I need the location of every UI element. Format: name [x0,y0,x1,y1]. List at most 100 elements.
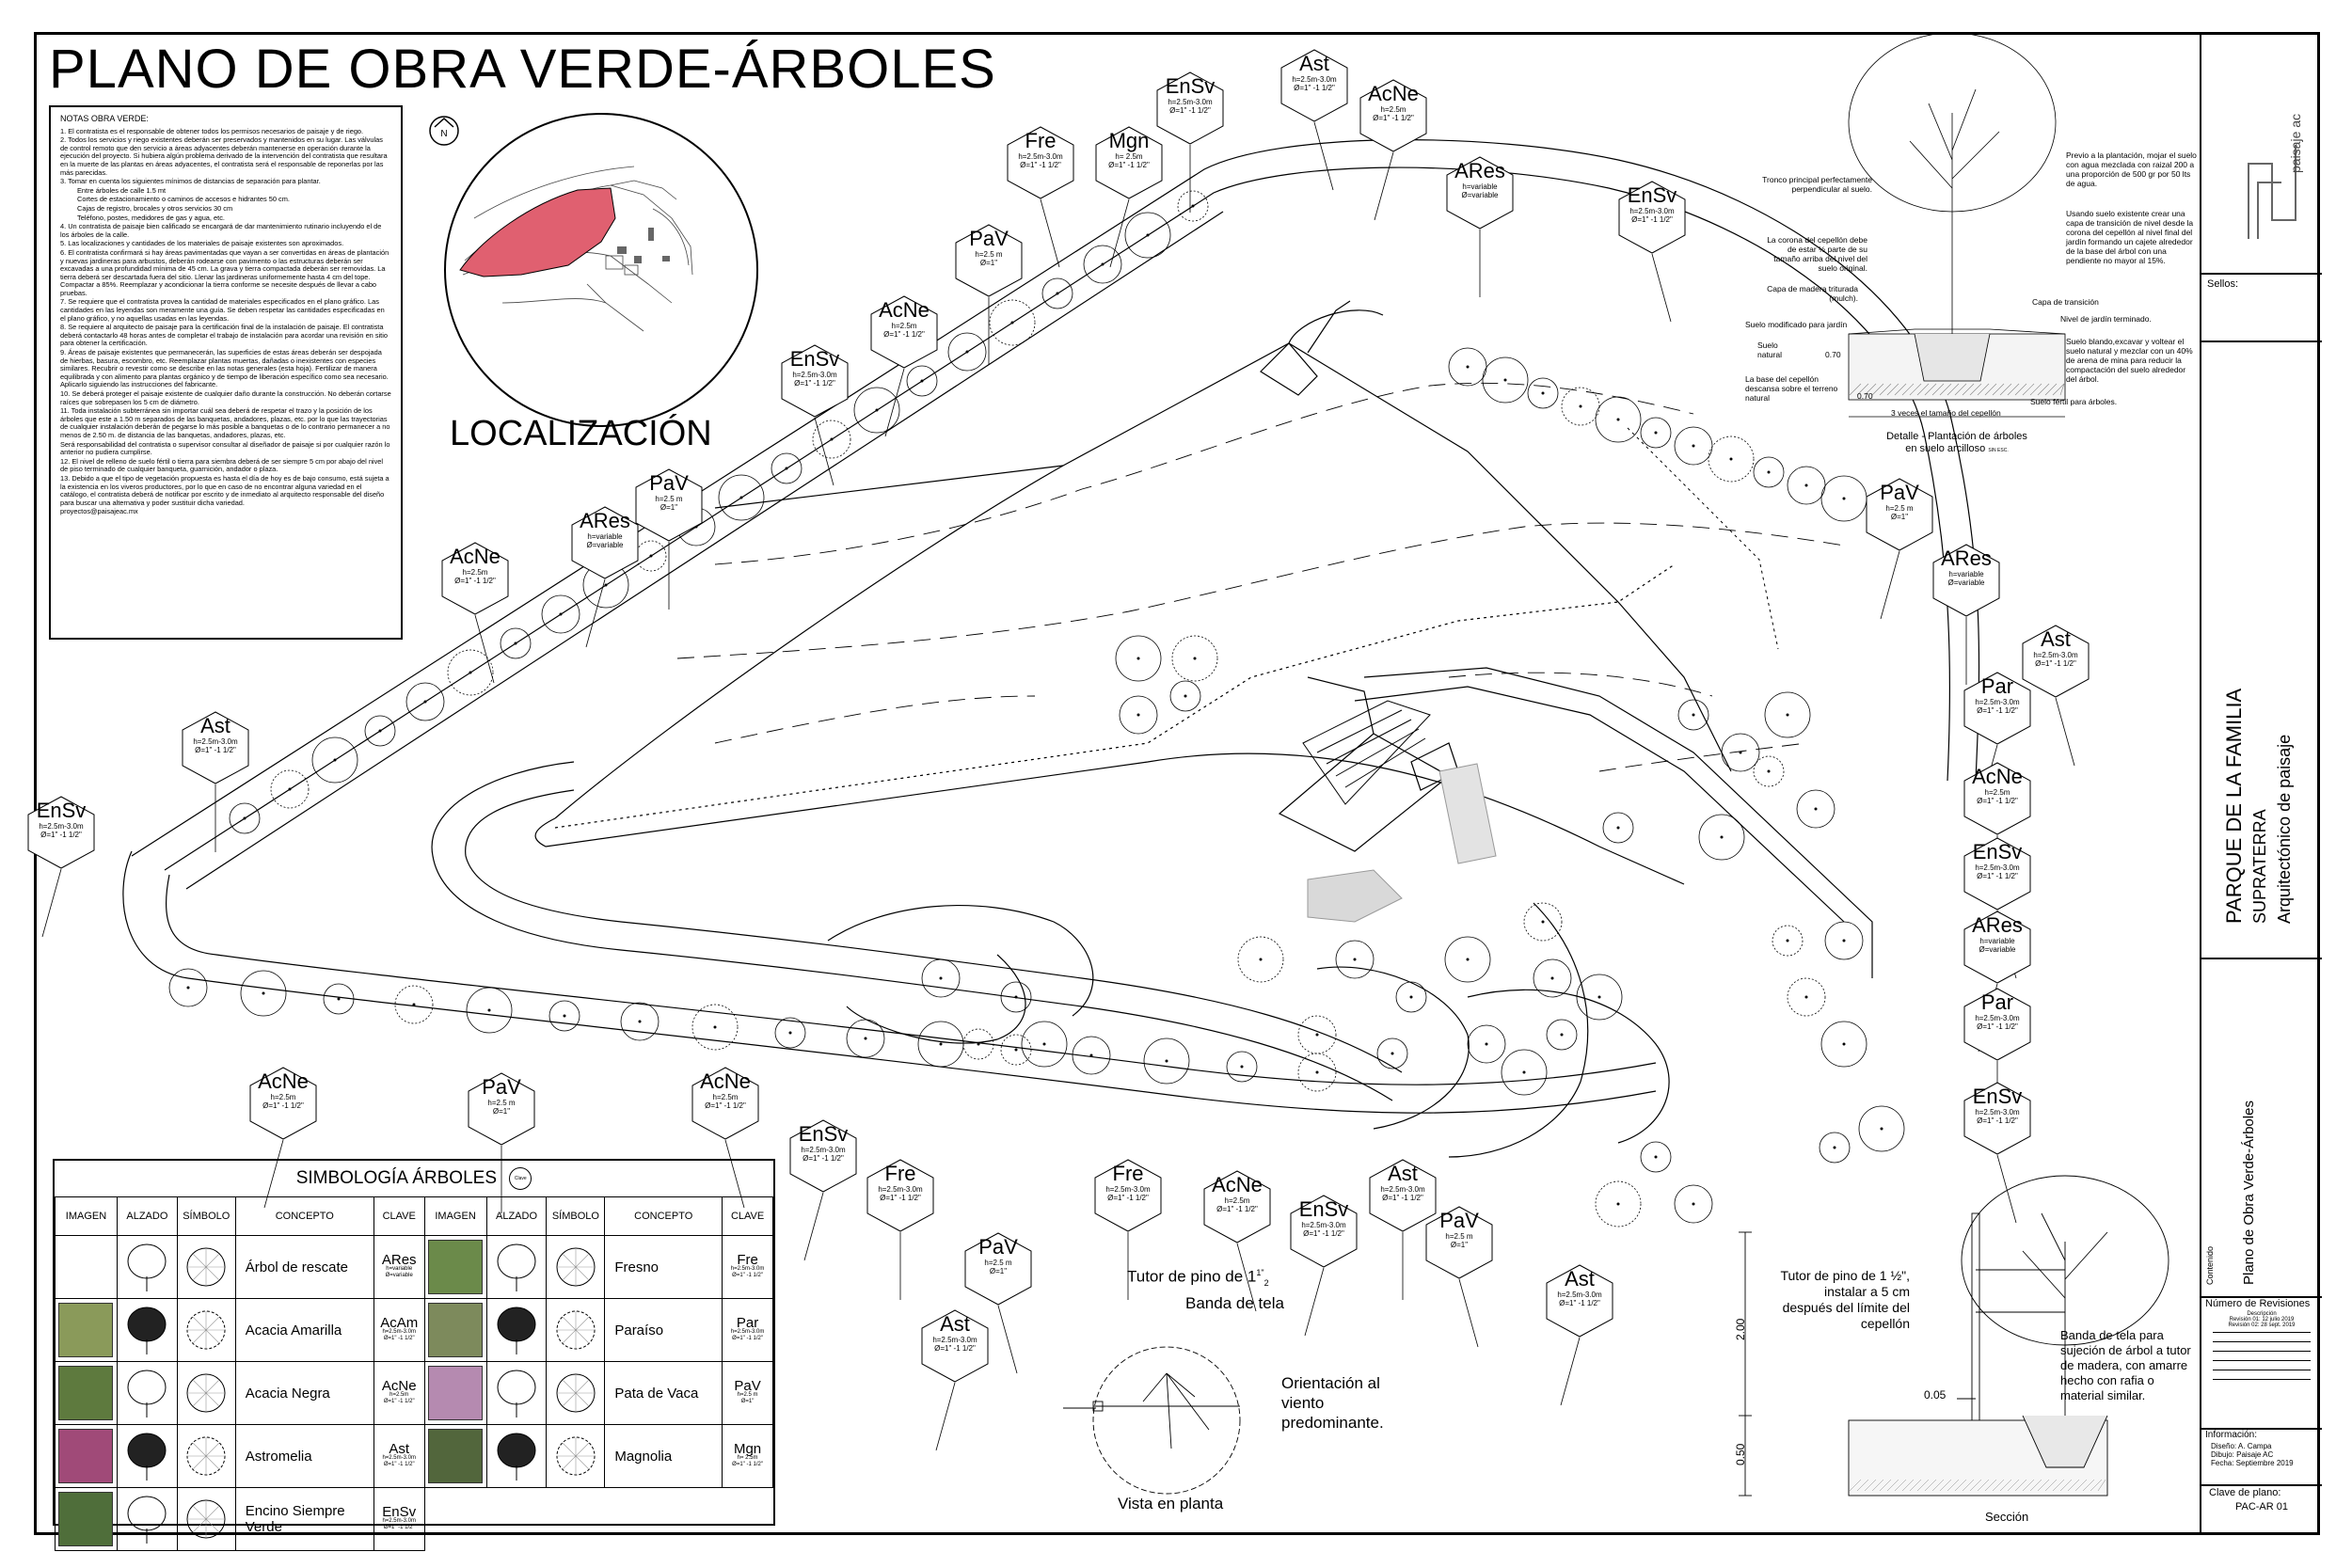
tree-center-dot [1522,1070,1526,1074]
legend-concept: Fresno [604,1235,723,1299]
tag-diameter: Ø=1" -1 1/2" [705,1101,746,1110]
tag-diameter: Ø=1" -1 1/2" [262,1101,304,1110]
planting-caption-line1: Detalle - Plantación de árboles [1886,431,2027,442]
soil-hatch-line [1879,383,1892,396]
legend-concept: Magnolia [604,1424,723,1488]
tree-symbol [1072,1036,1111,1075]
hexagon-icon [1280,49,1348,122]
tree-center-dot [1466,958,1470,961]
hexagon-icon [955,224,1023,297]
hexagon-icon [27,796,95,869]
info-design: Diseño: A. Campa [2211,1442,2272,1450]
tag-height: h=2.5 m [487,1099,516,1107]
tree-center-dot [1315,1033,1319,1037]
legend-code-text: Par [736,1315,759,1331]
tree-center-dot [1315,1070,1319,1074]
stamps-label: Sellos: [2207,278,2239,290]
tag-height: h=variable [587,532,623,541]
hexagon-icon [635,468,703,542]
hexagon-icon [2022,625,2090,698]
note-item: 2. Todos los servicios y riego existente… [60,135,388,177]
tag-code: Ast [200,714,230,737]
tag-leader-line [1236,1243,1257,1312]
tree-center-dot [412,1003,416,1006]
tree-symbol [500,627,532,659]
tag-height: h=variable [1462,182,1498,191]
legend-title-text: SIMBOLOGÍA ÁRBOLES [295,1168,497,1188]
tree-symbol [240,970,287,1017]
tree-symbol [323,983,355,1015]
notes-heading: NOTAS OBRA VERDE: [60,114,149,123]
tag-code: ARes [580,509,630,532]
note-item: Será responsabilidad del contratista o s… [60,439,390,457]
tree-center-dot [1833,1146,1836,1149]
tree-center-dot [423,700,427,704]
tree-center-dot [739,496,743,499]
tree-symbol [1576,974,1623,1021]
tag-height: h=2.5m-3.0m [878,1185,923,1194]
legend-code-diameter: Ø=1" -1 1/2" [732,1273,763,1278]
note-item: Entre árboles de calle 1.5 mt [77,185,167,195]
tree-symbol [447,649,494,696]
legend-code-diameter: Ø=1" -1 1/2" [383,1462,415,1467]
tree-symbol [1595,1180,1642,1227]
tree-center-dot [1767,470,1771,474]
tree-center-dot [378,729,382,733]
tree-center-dot [1409,995,1413,999]
dim-050: 0.50 [1734,1443,1747,1465]
soil-hatch-line [2052,383,2065,396]
tag-code: AcNe [700,1069,751,1093]
tag-height: h=2.5m-3.0m [1557,1291,1602,1299]
legend-code-height: h=2.5 m [737,1392,758,1398]
note-item: 7. Se requiere que el contratista provea… [60,297,385,323]
hexagon-icon [1963,762,2031,835]
tag-height: h=2.5m-3.0m [1018,152,1063,161]
tag-diameter: Ø=1" -1 1/2" [1108,161,1150,169]
client-name: SUPRATERRA [2250,809,2269,924]
tree-symbol [1677,699,1709,731]
tree-center-dot [1010,321,1014,325]
discipline-name: Arquitectónico de paisaje [2275,734,2294,924]
soil-hatch-line [1969,1479,1982,1492]
soil-hatch-line [1916,1479,1930,1492]
soil-hatch-line [1984,1479,1997,1492]
tree-symbol [1721,733,1760,772]
logo-text: paisaje ac [2288,113,2303,173]
tree-center-dot [337,997,341,1001]
tag-diameter: Ø=1" -1 1/2" [40,831,82,839]
tree-elevation-icon [116,1424,178,1488]
tree-center-dot [713,1025,717,1029]
tag-diameter: Ø=1" -1 1/2" [934,1344,976,1353]
tree-center-dot [559,612,563,616]
tag-diameter: Ø=1" -1 1/2" [1107,1194,1149,1202]
tree-center-dot [1692,713,1695,717]
soil-hatch-line [2014,383,2027,396]
planting-caption-soil: en suelo arcilloso [1905,443,1986,454]
soil-hatch-line [2082,1479,2095,1492]
tree-symbol [1395,981,1427,1013]
info-drawing: Dibujo: Paisaje AC [2211,1450,2274,1459]
revisions-label: Número de Revisiones [2205,1298,2311,1309]
tree-symbol [1796,789,1836,829]
note-item: 5. Las localizaciones y cantidades de lo… [60,239,344,248]
tree-symbol-icon [176,1487,236,1551]
tree-center-dot [1786,713,1789,717]
legend-concept: Acacia Amarilla [234,1298,374,1362]
soil-hatch-line [1849,383,1862,396]
tree-symbol [962,1028,994,1060]
tree-symbol [1000,1034,1032,1066]
soil-hatch-line [1901,1479,1915,1492]
tree-center-dot [939,1042,943,1046]
plan-view-label: Vista en planta [1118,1495,1224,1513]
tag-diameter: Ø=1" -1 1/2" [1977,1022,2018,1031]
note-item: 6. El contratista confirmará si hay área… [60,247,389,297]
legend-photo [55,1298,118,1362]
